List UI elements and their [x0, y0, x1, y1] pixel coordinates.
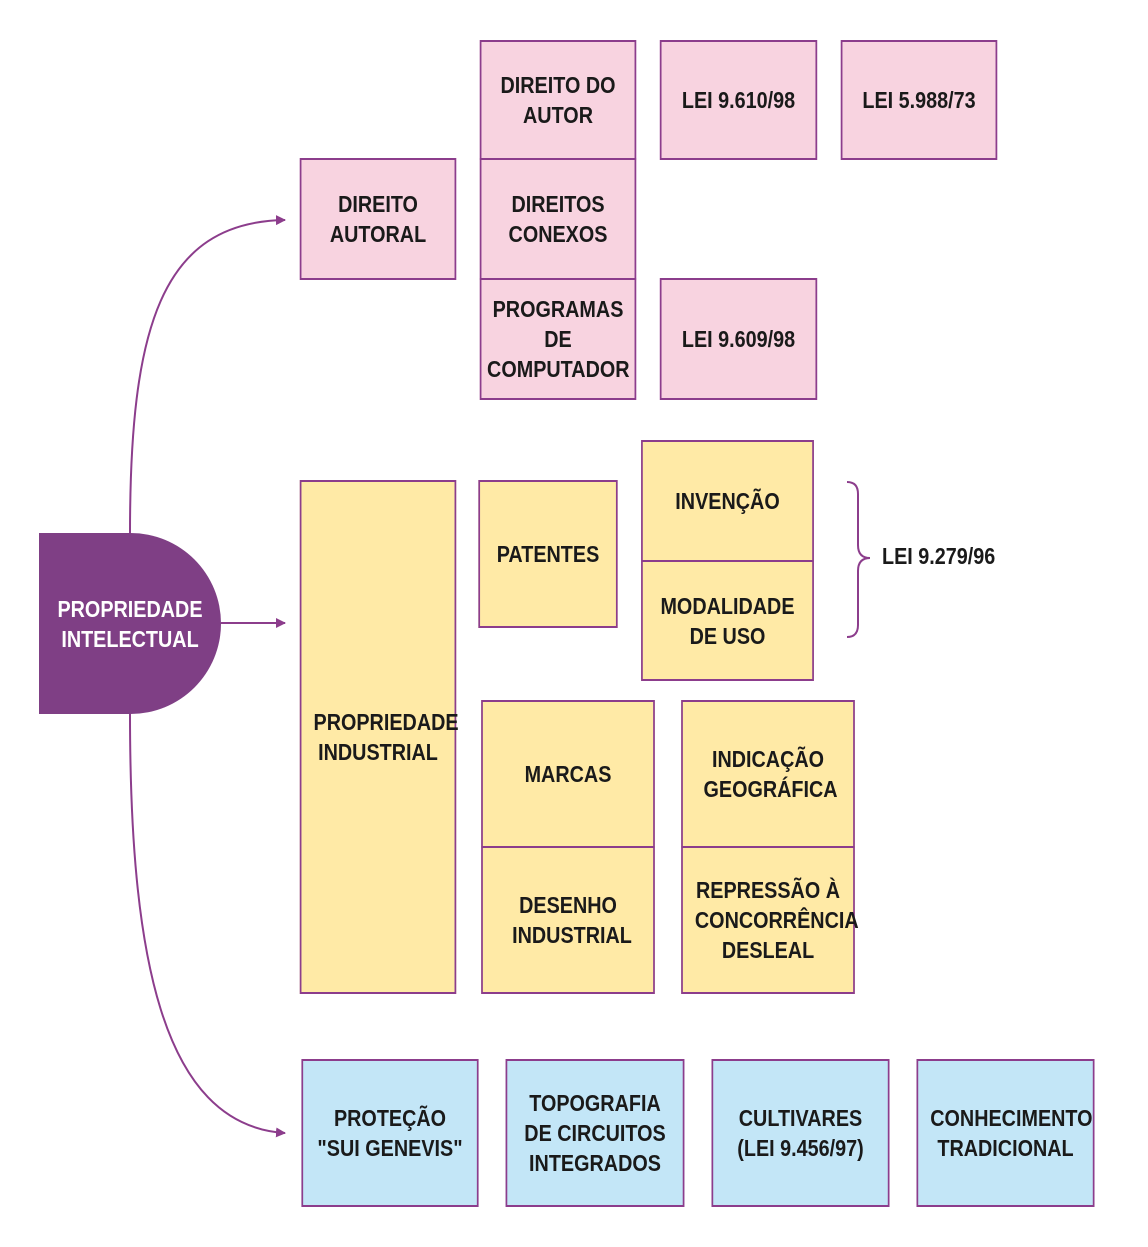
- box-direito-autoral: DIREITO AUTORAL: [299, 158, 457, 280]
- box-propriedade-industrial: PROPRIEDADE INDUSTRIAL: [299, 480, 459, 994]
- label-patentes: PATENTES: [496, 541, 600, 567]
- label-protecao-sui-genevis: PROTEÇÃO "SUI GENEVIS": [317, 1105, 463, 1161]
- label-lei-9610: LEI 9.610/98: [681, 87, 796, 113]
- root-propriedade-intelectual: PROPRIEDADE INTELECTUAL: [39, 533, 221, 714]
- box-topografia-circuitos: TOPOGRAFIA DE CIRCUITOS INTEGRADOS: [505, 1059, 685, 1207]
- label-lei-9279: LEI 9.279/96: [882, 543, 996, 569]
- label-direitos-conexos: DIREITOS CONEXOS: [508, 191, 608, 247]
- label-programas-de-computador: PROGRAMAS DE COMPUTADOR: [487, 296, 630, 382]
- label-modalidade-de-uso: MODALIDADE DE USO: [660, 592, 795, 649]
- label-lei-5988: LEI 5.988/73: [862, 87, 976, 113]
- arrow-to-direito-autoral: [129, 215, 286, 534]
- label-direito-autoral: DIREITO AUTORAL: [329, 191, 427, 247]
- box-invencao: INVENÇÃO: [641, 440, 814, 562]
- box-patentes: PATENTES: [478, 480, 618, 628]
- label-lei-9609: LEI 9.609/98: [681, 326, 796, 352]
- box-lei-9610: LEI 9.610/98: [659, 40, 818, 160]
- box-programas-de-computador: PROGRAMAS DE COMPUTADOR: [479, 278, 637, 400]
- label-marcas: MARCAS: [524, 761, 612, 787]
- box-lei-5988: LEI 5.988/73: [840, 40, 998, 160]
- label-indicacao-geografica: INDICAÇÃO GEOGRÁFICA: [703, 746, 838, 802]
- box-indicacao-geografica: INDICAÇÃO GEOGRÁFICA: [681, 700, 855, 848]
- label-repressao-concorrencia-desleal: REPRESSÃO À CONCORRÊNCIA DESLEAL: [694, 877, 859, 963]
- root-label: PROPRIEDADE INTELECTUAL: [57, 595, 203, 652]
- box-lei-9609: LEI 9.609/98: [659, 278, 818, 400]
- box-cultivares: CULTIVARES (LEI 9.456/97): [711, 1059, 890, 1207]
- box-direito-do-autor: DIREITO DO AUTOR: [479, 40, 637, 160]
- label-propriedade-industrial: PROPRIEDADE INDUSTRIAL: [313, 709, 459, 765]
- box-conhecimento-tradicional: CONHECIMENTO TRADICIONAL: [916, 1059, 1095, 1207]
- box-modalidade-de-uso: MODALIDADE DE USO: [641, 560, 814, 681]
- label-topografia-circuitos: TOPOGRAFIA DE CIRCUITOS INTEGRADOS: [524, 1090, 666, 1176]
- label-conhecimento-tradicional: CONHECIMENTO TRADICIONAL: [930, 1105, 1093, 1161]
- box-direitos-conexos: DIREITOS CONEXOS: [479, 158, 637, 280]
- label-invencao: INVENÇÃO: [675, 488, 780, 514]
- label-desenho-industrial: DESENHO INDUSTRIAL: [512, 892, 632, 948]
- box-desenho-industrial: DESENHO INDUSTRIAL: [481, 846, 655, 994]
- box-protecao-sui-genevis: PROTEÇÃO "SUI GENEVIS": [301, 1059, 479, 1207]
- box-repressao-concorrencia-desleal: REPRESSÃO À CONCORRÊNCIA DESLEAL: [681, 846, 859, 994]
- arrow-to-outros: [129, 713, 286, 1138]
- brace-patentes: [846, 481, 871, 638]
- label-direito-do-autor: DIREITO DO AUTOR: [500, 72, 616, 128]
- label-cultivares: CULTIVARES (LEI 9.456/97): [737, 1105, 864, 1161]
- box-marcas: MARCAS: [481, 700, 655, 848]
